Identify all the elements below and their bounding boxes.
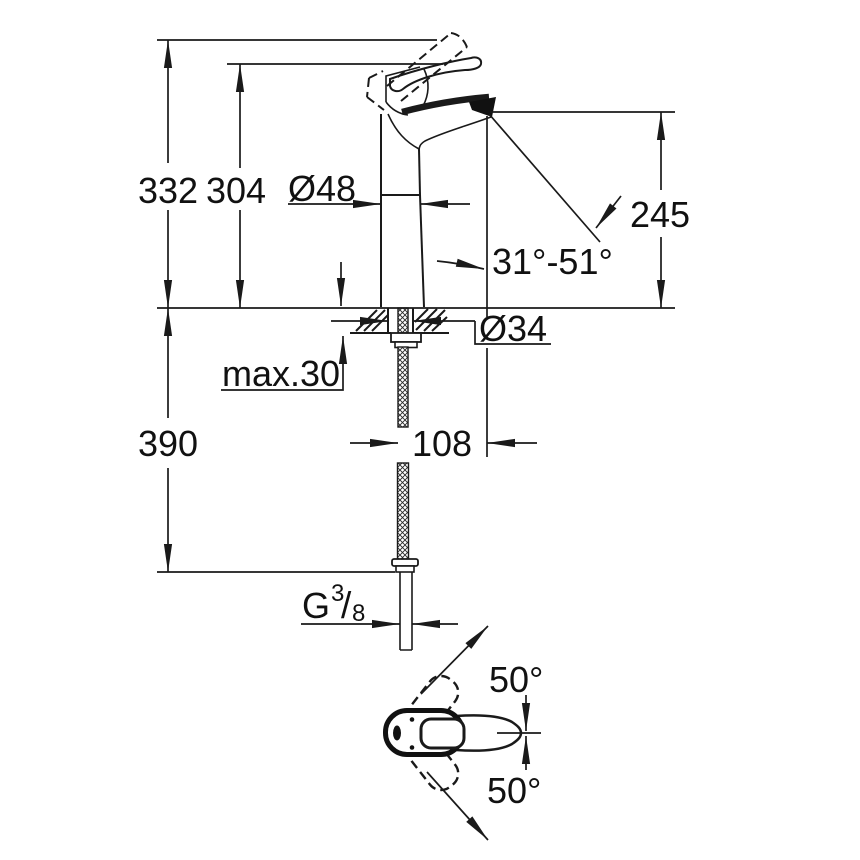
cartridge-marker: [393, 725, 401, 741]
thread-slash: /: [341, 585, 352, 626]
connection-tube: [399, 572, 413, 651]
thread-numerator: 3: [331, 580, 344, 607]
dim-thread-label: G 3 / 8: [302, 580, 365, 627]
hose-end-nut: [391, 558, 419, 567]
thread-denominator: 8: [352, 600, 365, 627]
faucet-top-view: [383, 674, 523, 792]
spout-bottom-edge: [418, 116, 492, 152]
dimensions-front-view: 332 304 Ø48 245 31°-51° Ø34 max.30 390: [138, 39, 690, 629]
lever-open-dashed: [366, 32, 468, 111]
body-right-edge-lower: [419, 194, 425, 308]
dim-swivel-down-label: 50°: [487, 770, 541, 811]
dim-max30-leader: [221, 336, 348, 391]
mounting-nut: [390, 332, 422, 343]
threaded-shank-upper: [397, 307, 409, 334]
dim-overall-height-label: 332: [138, 170, 198, 211]
dim-max-thickness-label: max.30: [222, 353, 340, 394]
dim-d34-leader: [474, 321, 551, 345]
dim-hose-clearance-label: 390: [138, 423, 198, 464]
hose-end-collar: [395, 565, 415, 573]
swivel-down-line: [426, 771, 489, 841]
dim-body-diameter-label: Ø48: [288, 168, 356, 209]
dim-hole-diameter-label: Ø34: [479, 308, 547, 349]
flex-hose: [396, 462, 410, 561]
thread-prefix: G: [302, 585, 330, 626]
handle-pivot-block: [385, 66, 421, 102]
handle-pivot-base-curve: [385, 101, 409, 116]
faucet-front-view: [350, 32, 496, 651]
screw-dot-top: [409, 717, 415, 722]
spray-leader-arrow: [595, 195, 622, 229]
spray-direction-line: [488, 113, 601, 243]
dim-lever-height-label: 304: [206, 170, 266, 211]
angle-leader-arrow: [436, 258, 485, 270]
cartridge-seam: [422, 68, 429, 107]
body-top-curve: [387, 113, 420, 150]
spout-aerator: [469, 97, 496, 117]
spout-top-edge: [401, 93, 490, 116]
swivel-up-line: [420, 625, 489, 695]
dimensions-top-view: 50° 50°: [420, 625, 543, 841]
lever-grip-top: [419, 717, 466, 750]
dim-swivel-up-label: 50°: [489, 659, 543, 700]
dim-spray-angle-label: 31°-51°: [492, 241, 613, 282]
dim-projection-label: 108: [412, 423, 472, 464]
body-right-edge-upper: [418, 148, 421, 196]
threaded-shank-lower: [397, 346, 409, 428]
screw-dot-bottom: [409, 745, 415, 750]
lever-closed: [389, 56, 483, 93]
dim-spout-height-label: 245: [630, 194, 690, 235]
